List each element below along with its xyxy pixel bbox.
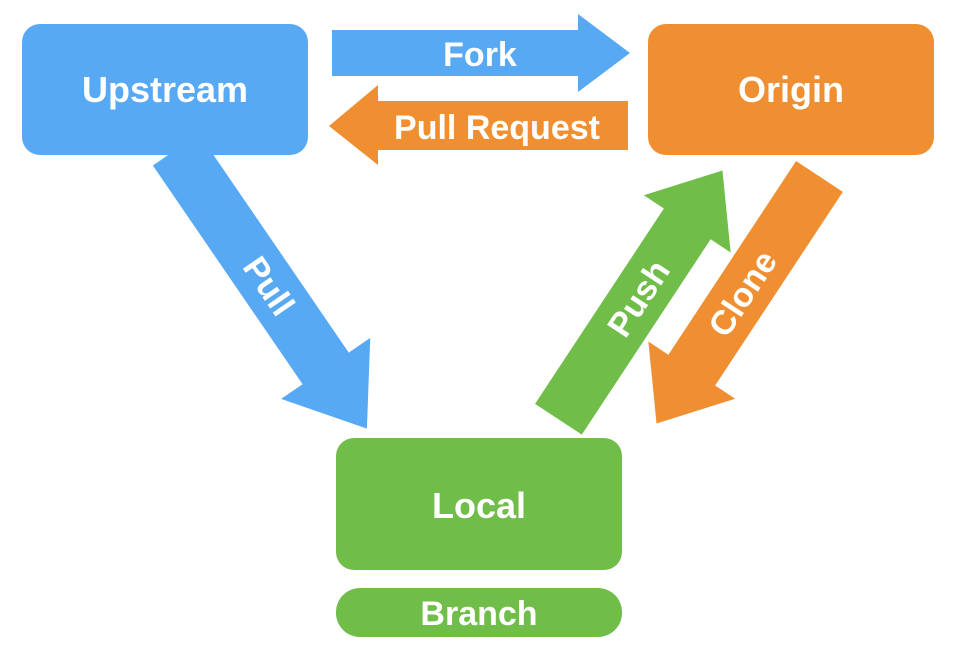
pull-arrow-shape [152,133,371,429]
pull-request-label: Pull Request [394,109,600,147]
pull-request-arrow-shape [329,85,628,165]
pull-arrow: Pull [152,133,371,429]
fork-arrow: Fork [332,14,630,92]
clone-arrow-shape [648,161,843,424]
fork-arrow-shape [332,14,630,92]
local-box [336,438,622,570]
push-arrow-shape [535,170,731,435]
fork-label: Fork [443,36,517,74]
branch-pill [336,588,622,637]
origin-label: Origin [738,69,844,110]
local-label: Local [432,485,526,526]
origin-box [648,24,934,155]
origin-node: Origin [648,24,934,155]
pull-request-arrow: Pull Request [329,85,628,165]
branch-label: Branch [420,595,537,633]
upstream-box [22,24,308,155]
local-node: Local [336,438,622,570]
upstream-label: Upstream [82,69,248,110]
upstream-node: Upstream [22,24,308,155]
branch-node: Branch [336,588,622,637]
